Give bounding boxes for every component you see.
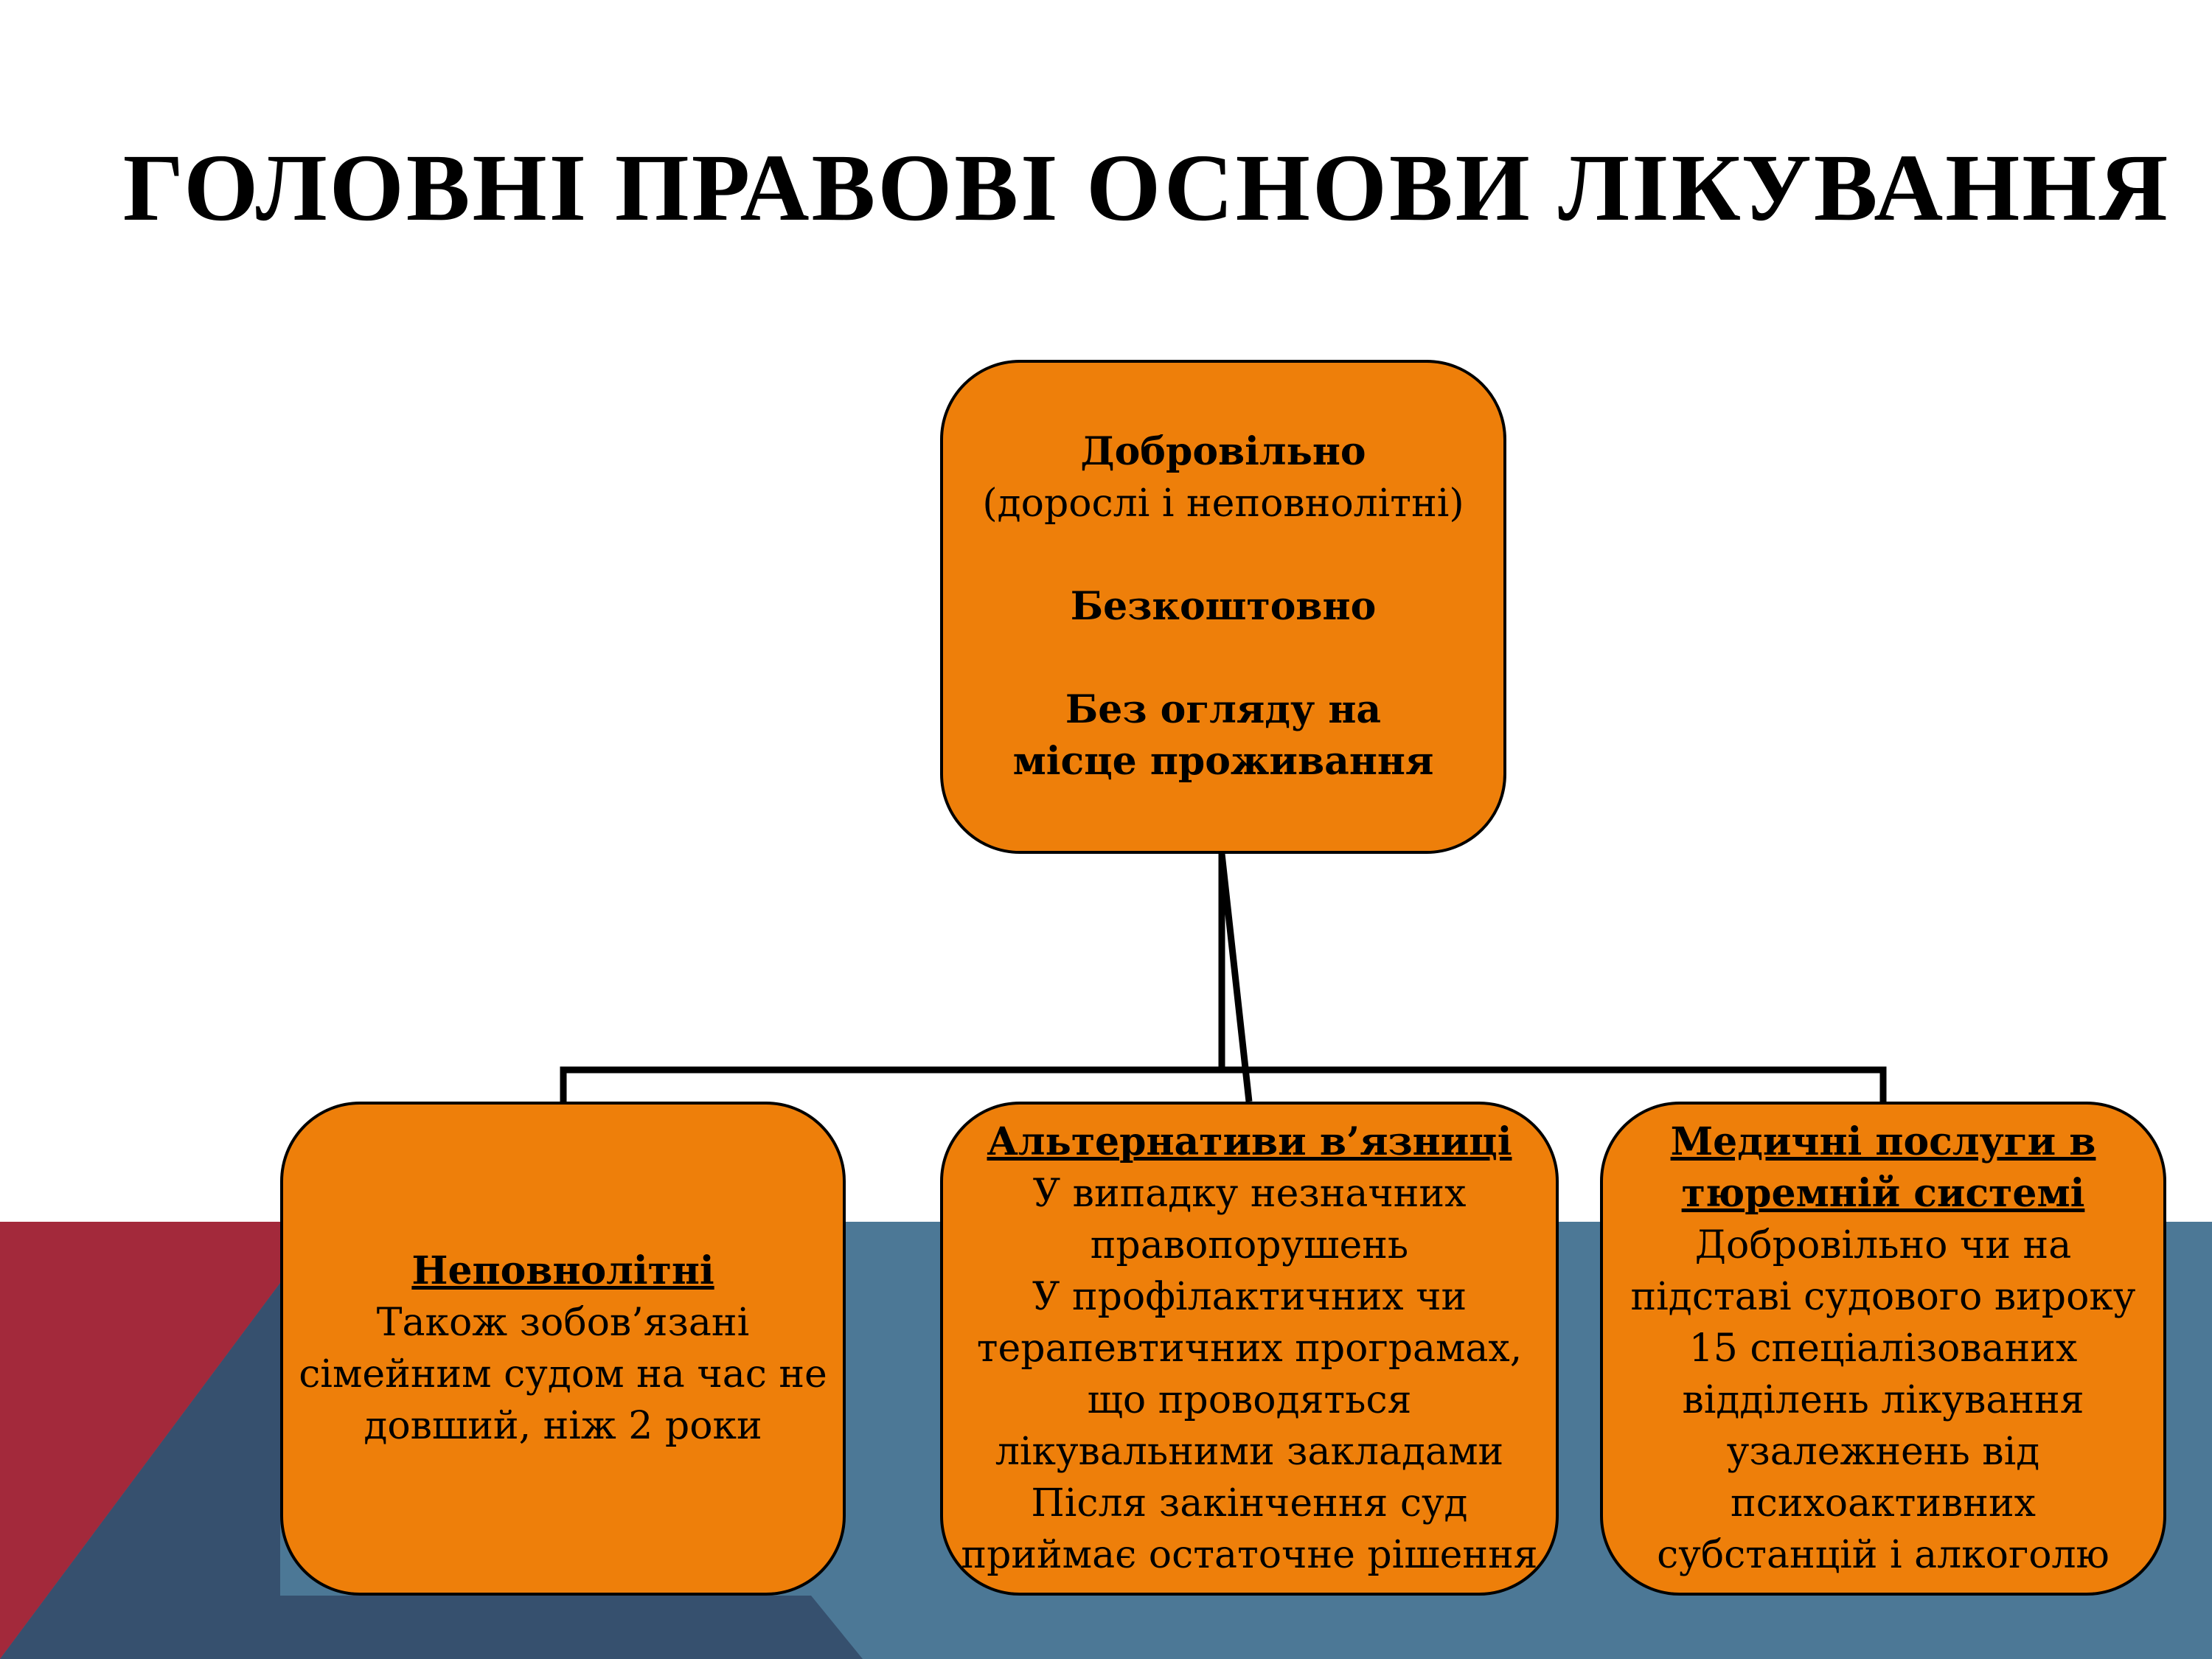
node-line: У випадку незначних <box>1032 1172 1467 1216</box>
node-line: відділень лікування <box>1682 1378 2084 1422</box>
node-line: Добровільно <box>1080 429 1366 474</box>
node-line: Безкоштовно <box>1070 584 1377 629</box>
node-line: Також зобов’язані <box>376 1301 750 1345</box>
page-title: ГОЛОВНІ ПРАВОВІ ОСНОВИ ЛІКУВАННЯ <box>122 135 2171 241</box>
node-line: що проводяться <box>1087 1378 1412 1422</box>
connector-branch <box>560 1066 1887 1102</box>
node-line: Без огляду на <box>1065 687 1382 732</box>
node-line: У профілактичних чи <box>1032 1275 1467 1319</box>
node-heading: Альтернативи в’язниці <box>987 1119 1512 1164</box>
node-heading: Медичні послуги в <box>1670 1119 2096 1164</box>
node-line: 15 спеціалізованих <box>1688 1326 2078 1371</box>
node-heading: тюремній системі <box>1681 1171 2085 1216</box>
node-line: сімейним судом на час не <box>299 1352 827 1397</box>
node-line: терапевтичних програмах, <box>976 1326 1523 1371</box>
node-line: Добровільно чи на <box>1694 1223 2072 1267</box>
navy-band <box>0 1283 863 1659</box>
node-line: лікувальними закладами <box>995 1430 1504 1474</box>
node-voluntary-treatment: Добровільно (дорослі і неповнолітні) Без… <box>940 360 1506 854</box>
node-prison-medical-services: Медичні послуги в тюремній системі Добро… <box>1600 1102 2166 1596</box>
node-line: приймає остаточне рішення <box>961 1533 1538 1577</box>
node-line: Після закінчення суд <box>1031 1481 1468 1526</box>
node-line: підставі судового вироку <box>1630 1275 2136 1319</box>
connector-diagonal <box>1218 853 1253 1102</box>
node-prison-alternatives: Альтернативи в’язниці У випадку незначни… <box>940 1102 1559 1596</box>
node-line: психоактивних <box>1731 1481 2036 1526</box>
node-line: субстанцій і алкоголю <box>1657 1533 2110 1577</box>
red-band <box>0 1222 280 1659</box>
node-line: правопорушень <box>1090 1223 1409 1267</box>
node-line: довший, ніж 2 роки <box>364 1404 762 1448</box>
node-line: (дорослі і неповнолітні) <box>982 481 1464 526</box>
node-heading: Неповнолітні <box>411 1248 714 1293</box>
node-minors: Неповнолітні Також зобов’язані сімейним … <box>280 1102 846 1596</box>
node-line: узалежнень від <box>1726 1430 2040 1474</box>
node-line: місце проживання <box>1012 739 1434 784</box>
